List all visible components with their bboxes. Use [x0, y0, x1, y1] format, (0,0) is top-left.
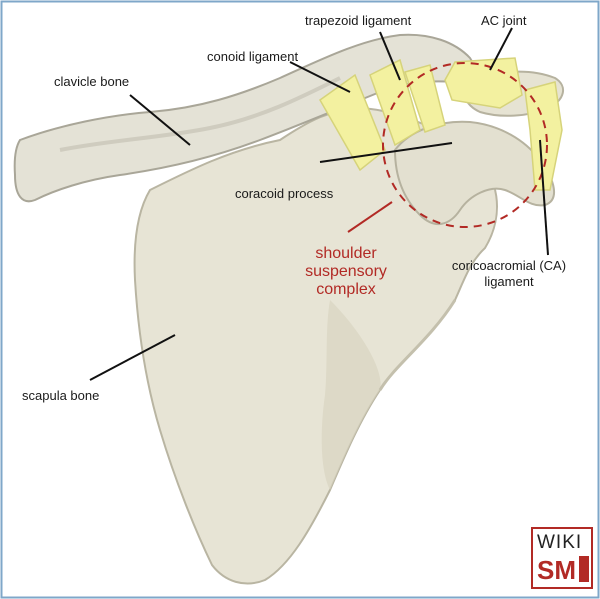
- ca-ligament-label: coricoacromial (CA) ligament: [434, 258, 584, 290]
- ssc-line1: shoulder: [315, 245, 377, 262]
- leader-coracoid: [319, 142, 453, 163]
- leader-ac-joint: [489, 27, 513, 71]
- coracoid-process-shape: [393, 120, 555, 225]
- leader-clavicle: [129, 94, 191, 146]
- leader-ca-ligament: [539, 139, 549, 256]
- logo-top-text: WIKI: [537, 532, 583, 553]
- logo-bottom-text: SM: [537, 555, 576, 585]
- clavicle-bone-label: clavicle bone: [54, 74, 130, 89]
- ac-joint-ligament-shape: [444, 57, 523, 109]
- ac-joint-label: AC joint: [481, 13, 527, 28]
- coracoid-process-label: coracoid process: [235, 186, 334, 201]
- leader-trapezoid: [379, 31, 401, 81]
- ssc-line3: complex: [316, 281, 376, 298]
- leader-suspensory: [347, 201, 393, 233]
- shoulder-suspensory-complex-label: shoulder suspensory complex: [296, 245, 396, 299]
- ssc-line2: suspensory: [305, 263, 387, 280]
- trapezoid-ligament-label: trapezoid ligament: [305, 13, 412, 28]
- ca-ligament-label-line2: ligament: [484, 274, 534, 289]
- conoid-ligament-label: conoid ligament: [207, 49, 299, 64]
- scapula-lateral-edge: [378, 299, 457, 391]
- ca-ligament-shape: [524, 81, 563, 191]
- trapezoid-ligament-shape-2: [404, 64, 446, 133]
- scapula-bone-label: scapula bone: [22, 388, 100, 403]
- wikism-logo: WIKI SM: [531, 527, 593, 589]
- logo-side-tab: [579, 556, 589, 582]
- conoid-ligament-shape: [319, 73, 386, 172]
- leader-conoid: [289, 61, 351, 93]
- leader-scapula: [89, 334, 176, 381]
- scapula-shading: [321, 300, 381, 490]
- clavicle-shading: [59, 76, 341, 152]
- ca-ligament-label-line1: coricoacromial (CA): [451, 258, 567, 273]
- shoulder-suspensory-circle: [382, 62, 548, 228]
